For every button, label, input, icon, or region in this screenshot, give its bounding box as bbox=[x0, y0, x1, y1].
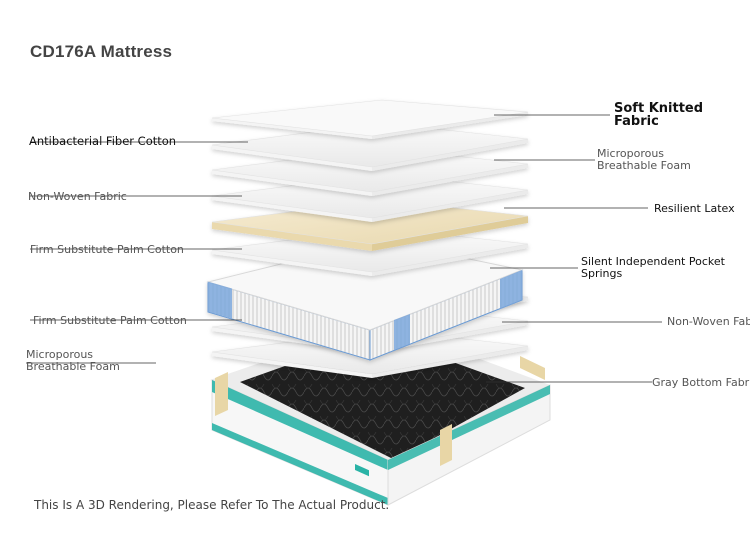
label-microporous-breathable-foam-right: Microporous Breathable Foam bbox=[597, 148, 691, 172]
label-line: Fabric bbox=[614, 114, 659, 129]
layer-soft-knitted-fabric bbox=[211, 99, 529, 139]
disclaimer-text: This Is A 3D Rendering, Please Refer To … bbox=[34, 498, 390, 512]
page-title: CD176A Mattress bbox=[30, 42, 173, 61]
label-line: Breathable Foam bbox=[597, 159, 691, 172]
label-firm-substitute-palm-cotton-2: Firm Substitute Palm Cotton bbox=[33, 314, 187, 327]
label-antibacterial-fiber-cotton: Antibacterial Fiber Cotton bbox=[29, 134, 177, 148]
label-soft-knitted-fabric: Soft Knitted Fabric bbox=[614, 102, 703, 128]
label-line: Microporous bbox=[26, 348, 94, 361]
label-line: Soft Knitted bbox=[614, 101, 704, 116]
label-line: Microporous bbox=[597, 147, 665, 160]
label-firm-substitute-palm-cotton-1: Firm Substitute Palm Cotton bbox=[30, 243, 184, 256]
leader-lines bbox=[26, 114, 662, 383]
label-non-woven-fabric-left: Non-Woven Fabric bbox=[28, 190, 127, 203]
label-line: Breathable Foam bbox=[26, 360, 120, 373]
layer-stack bbox=[206, 99, 529, 378]
label-line: Silent Independent Pocket bbox=[581, 255, 725, 268]
label-non-woven-fabric-right: Non-Woven Fab bbox=[667, 315, 750, 328]
label-microporous-breathable-foam-left: Microporous Breathable Foam bbox=[26, 349, 120, 373]
label-gray-bottom-fabric: Gray Bottom Fabric bbox=[652, 376, 750, 389]
label-silent-independent-pocket-springs: Silent Independent Pocket Springs bbox=[581, 256, 725, 280]
layer-non-woven-fabric-upper bbox=[211, 173, 529, 222]
label-resilient-latex: Resilient Latex bbox=[654, 202, 735, 215]
layer-antibacterial-fiber-cotton bbox=[211, 122, 529, 171]
label-line: Springs bbox=[581, 267, 623, 280]
